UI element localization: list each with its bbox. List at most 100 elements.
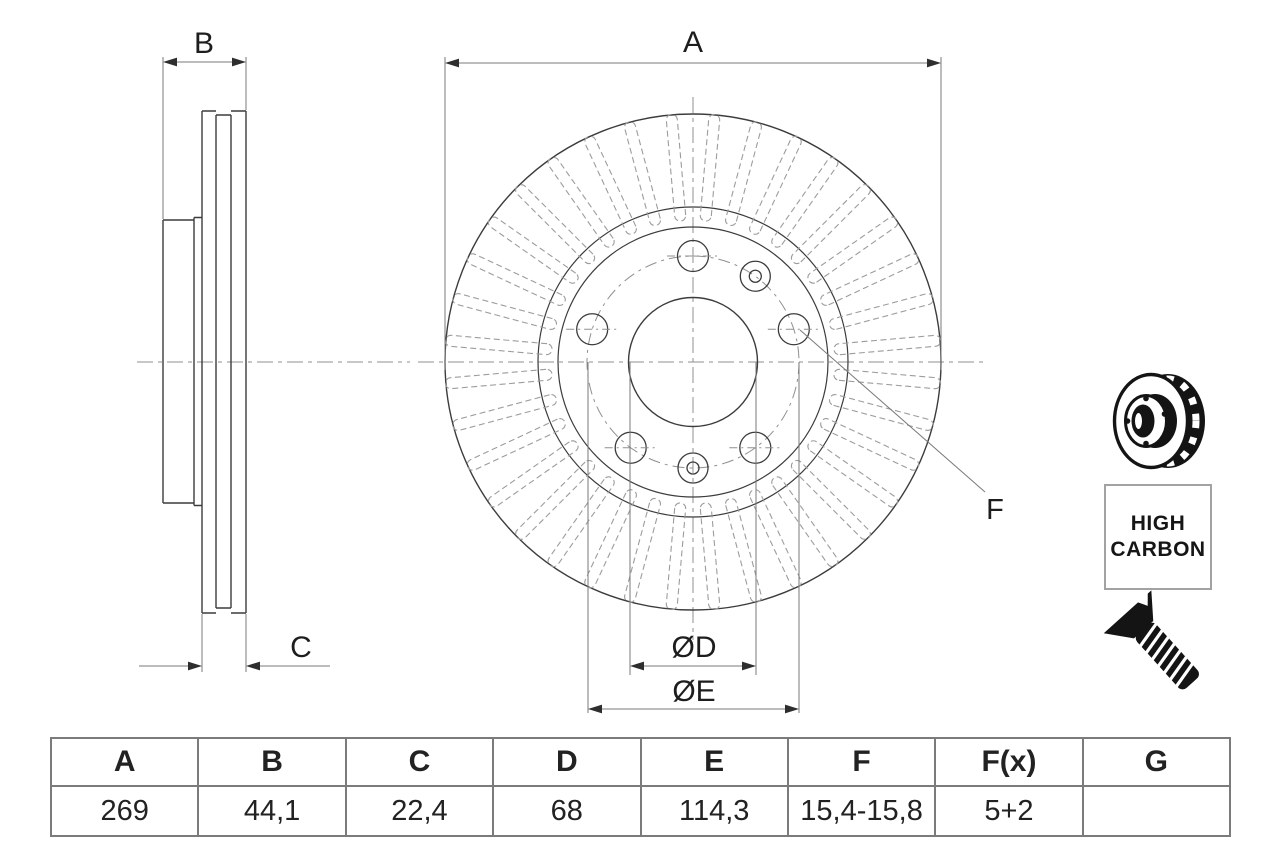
col-header-g: G — [1081, 737, 1232, 787]
vent-slot — [584, 489, 637, 589]
vent-slot — [547, 476, 615, 568]
vent-slot — [444, 334, 553, 356]
value-fx: 5+2 — [934, 785, 1084, 837]
arrow-d-right — [742, 661, 756, 671]
dimension-lines — [139, 57, 986, 713]
value-b: 44,1 — [197, 785, 347, 837]
dim-label-b: B — [194, 27, 214, 60]
dim-label-d: ØD — [672, 631, 717, 664]
value-f: 15,4-15,8 — [786, 785, 937, 837]
center-bore-circle — [627, 296, 759, 428]
arrow-d-left — [630, 661, 644, 671]
col-header-f: F — [786, 737, 937, 787]
vent-slot — [790, 459, 871, 540]
vent-slot — [725, 121, 762, 227]
arrow-c-right — [246, 661, 260, 671]
col-header-fx: F(x) — [934, 737, 1084, 787]
vent-slot — [515, 184, 596, 265]
vent-slot — [547, 156, 615, 248]
vent-slot — [771, 476, 839, 568]
disc-icon-bolt-dot — [1161, 411, 1168, 417]
vent-slot — [444, 368, 553, 390]
arrow-e-right — [785, 704, 799, 714]
spec-table-header-row: A B C D E F F(x) G — [49, 737, 1232, 787]
vent-slot — [699, 113, 721, 222]
centerlines — [137, 97, 988, 640]
dimension-arrows — [163, 57, 941, 714]
col-header-a: A — [49, 737, 200, 787]
vent-slot — [624, 497, 661, 603]
vent-slot — [487, 216, 579, 284]
vent-slot — [584, 135, 637, 235]
value-d: 68 — [492, 785, 642, 837]
vent-slot — [771, 156, 839, 248]
arrow-b-left — [163, 57, 177, 67]
dim-label-a: A — [683, 26, 703, 59]
pin-holes — [677, 260, 771, 484]
pin-hole-outer — [677, 452, 709, 484]
vent-slot — [466, 253, 566, 306]
disc-icon — [1112, 372, 1205, 470]
value-e: 114,3 — [639, 785, 789, 837]
vent-slot — [833, 334, 942, 356]
vent-slot — [452, 293, 558, 330]
vent-slot — [699, 502, 721, 611]
hat-outline — [162, 216, 202, 507]
col-header-e: E — [639, 737, 789, 787]
disc-icon-bolt-dot — [1143, 440, 1149, 447]
vent-slot — [487, 440, 579, 508]
pin-hole-inner — [686, 461, 700, 475]
col-header-b: B — [197, 737, 347, 787]
dim-label-f: F — [986, 494, 1004, 526]
dim-label-c: C — [290, 631, 312, 664]
pin-hole-inner — [748, 269, 762, 283]
dimension-labels: A B C ØD ØE F — [194, 26, 1004, 708]
arrow-e-left — [588, 704, 602, 714]
vent-slot — [807, 440, 899, 508]
disc-icon-bolt-dot — [1143, 395, 1149, 402]
vent-slot — [665, 502, 687, 611]
arrow-c-left — [188, 661, 202, 671]
vent-slot — [833, 368, 942, 390]
arrow-a-right — [927, 58, 941, 68]
badge-line-2: CARBON — [1110, 538, 1206, 561]
pin-hole-outer — [739, 260, 771, 292]
high-carbon-badge: HIGH CARBON — [1104, 484, 1212, 590]
disc-icon-bore — [1131, 404, 1155, 438]
disc-icon-bolt-dot — [1124, 418, 1131, 424]
leader-f — [799, 329, 986, 493]
vent-slot — [820, 418, 920, 471]
col-header-c: C — [344, 737, 495, 787]
dim-label-e: ØE — [672, 675, 715, 708]
vent-slot — [515, 459, 596, 540]
vent-slot — [807, 216, 899, 284]
screw-icon-threads — [1138, 622, 1194, 688]
screw-icon — [1103, 590, 1199, 690]
vent-slot — [665, 113, 687, 222]
screw-icon-slot — [1135, 590, 1148, 606]
friction-inner-circle — [537, 206, 849, 518]
value-c: 22,4 — [344, 785, 495, 837]
hat-edge-circle — [557, 226, 829, 498]
vent-slot — [820, 253, 920, 306]
badge-line-1: HIGH — [1130, 512, 1186, 535]
bolt-hole-centermarks — [566, 255, 820, 449]
vent-slot — [466, 418, 566, 471]
vent-slot — [749, 135, 802, 235]
vent-slot — [828, 394, 934, 431]
section-view — [162, 110, 247, 614]
spec-table: A B C D E F F(x) G 269 44,1 22,4 68 114,… — [49, 737, 1232, 837]
vent-slot — [624, 121, 661, 227]
friction-plates-outline — [201, 110, 247, 614]
col-header-d: D — [492, 737, 642, 787]
vent-slot — [790, 184, 871, 265]
vent-slot — [828, 293, 934, 330]
vent-slot — [452, 394, 558, 431]
arrow-b-right — [232, 57, 246, 67]
value-g — [1081, 785, 1232, 837]
disc-icon-bore-highlight — [1135, 413, 1142, 429]
vent-slot — [725, 497, 762, 603]
value-a: 269 — [49, 785, 200, 837]
